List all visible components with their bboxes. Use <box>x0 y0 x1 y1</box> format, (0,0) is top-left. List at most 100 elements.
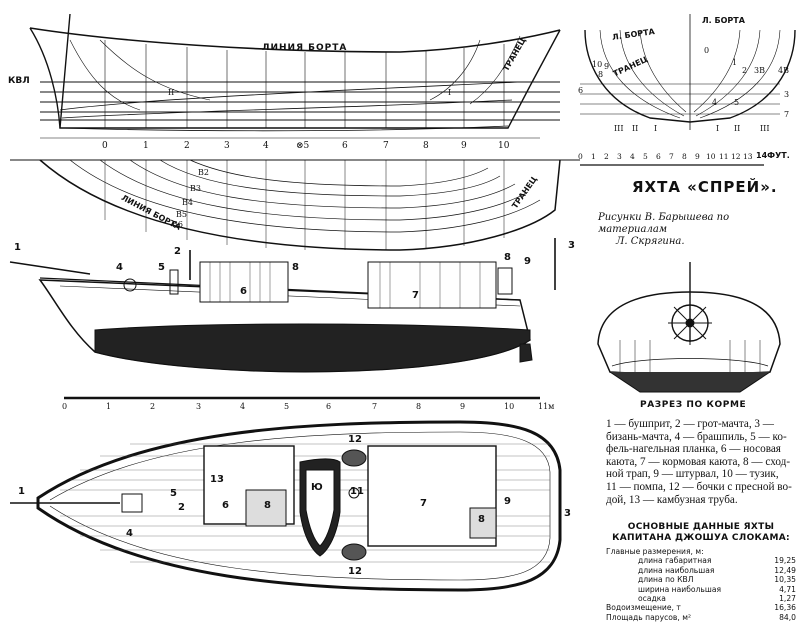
stern-section-view <box>597 262 781 393</box>
callout: 7 <box>412 290 419 301</box>
spec-row: длина габаритная 19,25 <box>606 556 796 565</box>
feet-tick: 8 <box>682 152 687 161</box>
roman-label: I <box>448 88 452 97</box>
station-label: 0 <box>102 141 108 151</box>
spec-label: Площадь парусов, м² <box>606 612 691 622</box>
meter-tick: 2 <box>150 402 156 411</box>
station-label: 4 <box>263 141 269 151</box>
callout: 9 <box>504 496 511 507</box>
profile-view <box>9 238 556 400</box>
callout: 13 <box>210 474 224 485</box>
half-breadth-plan <box>10 159 580 251</box>
spec-value: 12,49 <box>774 565 796 575</box>
stern-section-caption: РАЗРЕЗ ПО КОРМЕ <box>640 400 747 410</box>
meter-tick: 9 <box>460 402 466 411</box>
feet-tick: 3 <box>617 152 622 161</box>
callout: 8 <box>478 514 485 525</box>
feet-tick: 7 <box>669 152 674 161</box>
station-label: ⊗5 <box>296 141 310 151</box>
callout: 9 <box>524 256 531 267</box>
feet-tick: 4 <box>630 152 635 161</box>
waterline-label: В3 <box>190 184 201 193</box>
feet-tick: 13 <box>743 152 753 161</box>
callout: Ю <box>311 482 323 493</box>
callout: 1 <box>18 486 25 497</box>
spec-table: Главные размерения, м:длина габаритная 19… <box>606 547 796 622</box>
spec-value: 1,27 <box>779 594 796 604</box>
feet-tick: 12 <box>731 152 741 161</box>
callout: 8 <box>292 262 299 273</box>
spec-value: 16,36 <box>774 603 796 613</box>
kvl-label: КВЛ <box>8 76 30 86</box>
callout: 8 <box>504 252 511 263</box>
feet-tick: 6 <box>656 152 661 161</box>
callout: 7 <box>420 498 427 509</box>
callout: 5 <box>158 262 165 273</box>
legend-line: фель-нагельная планка, 6 — носовая <box>606 443 781 456</box>
feet-tick: 10 <box>706 152 716 161</box>
waterline-label: В5 <box>176 210 187 219</box>
roman-label: II <box>632 124 639 133</box>
spec-label: длина наибольшая <box>638 565 715 575</box>
legend-line: ной трап, 9 — штурвал, 10 — тузик, <box>606 468 779 481</box>
legend-line: 1 — бушприт, 2 — грот-мачта, 3 — <box>606 418 774 430</box>
feet-tick: 2 <box>604 152 609 161</box>
spec-label: длина по КВЛ <box>638 575 694 585</box>
sheer-plan <box>29 13 561 139</box>
legend-line: дой, 13 — камбузная труба. <box>606 493 738 506</box>
meter-tick: 4 <box>240 402 246 411</box>
meter-tick: 1 <box>106 402 112 411</box>
feet-scale-label: 14ФУТ. <box>756 151 790 160</box>
feet-tick: 9 <box>695 152 700 161</box>
callout: 3 <box>568 240 575 251</box>
spec-label: длина габаритная <box>638 556 712 566</box>
spec-value: 19,25 <box>774 556 796 566</box>
station-label: 3 <box>224 141 230 151</box>
spec-row: осадка 1,27 <box>606 594 796 603</box>
legend-line: 11 — помпа, 12 — бочки с пресной во- <box>606 480 792 493</box>
station-label: 1 <box>143 141 149 151</box>
station-label: 9 <box>461 141 467 151</box>
spec-label: ширина наибольшая <box>638 584 722 594</box>
feet-tick: 0 <box>578 152 583 161</box>
roman-label: III <box>760 124 770 133</box>
parts-legend: 1 — бушприт, 2 — грот-мачта, 3 — бизань-… <box>606 418 796 506</box>
waterline-label: В6 <box>172 220 183 229</box>
body-plan-num: 4В <box>778 66 789 75</box>
station-label: 2 <box>184 141 190 151</box>
body-plan-num: 8 <box>598 70 604 79</box>
page-title: ЯХТА «СПРЕЙ». <box>632 178 778 196</box>
callout: 3 <box>564 508 571 519</box>
credit: Рисунки В. Барышева по материалам Л. Скр… <box>598 212 798 248</box>
legend-line: бизань-мачта, 4 — брашпиль, 5 — ко- <box>606 430 787 443</box>
body-plan-num: 6 <box>578 86 584 95</box>
station-label: 6 <box>342 141 348 151</box>
spec-row: ширина наибольшая 4,71 <box>606 585 796 594</box>
spec-value: 4,71 <box>779 584 796 594</box>
meter-tick: 3 <box>196 402 202 411</box>
callout: 11 <box>350 486 364 497</box>
meter-tick: 8 <box>416 402 422 411</box>
spec-label: осадка <box>638 594 666 604</box>
roman-label: II <box>734 124 741 133</box>
callout: 12 <box>348 434 362 445</box>
body-plan-num: 3В <box>754 66 765 75</box>
credit-line: Рисунки В. Барышева по материалам <box>598 212 730 235</box>
station-label: 8 <box>423 141 429 151</box>
callout: 1 <box>14 242 21 253</box>
body-plan-num: 0 <box>704 46 710 55</box>
waterline-label: В2 <box>198 168 209 177</box>
roman-label: I <box>654 124 658 133</box>
callout: 6 <box>222 500 229 511</box>
spec-heading: ОСНОВНЫЕ ДАННЫЕ ЯХТЫ <box>627 522 775 532</box>
callout: 4 <box>116 262 123 273</box>
callout: 4 <box>126 528 133 539</box>
roman-label: I <box>716 124 720 133</box>
meter-tick: 7 <box>372 402 378 411</box>
callout: 6 <box>240 286 247 297</box>
specifications: ОСНОВНЫЕ ДАННЫЕ ЯХТЫ КАПИТАНА ДЖОШУА СЛО… <box>606 522 796 622</box>
spec-label: Водоизмещение, т <box>606 603 681 613</box>
spec-row: Главные размерения, м: <box>606 547 796 556</box>
